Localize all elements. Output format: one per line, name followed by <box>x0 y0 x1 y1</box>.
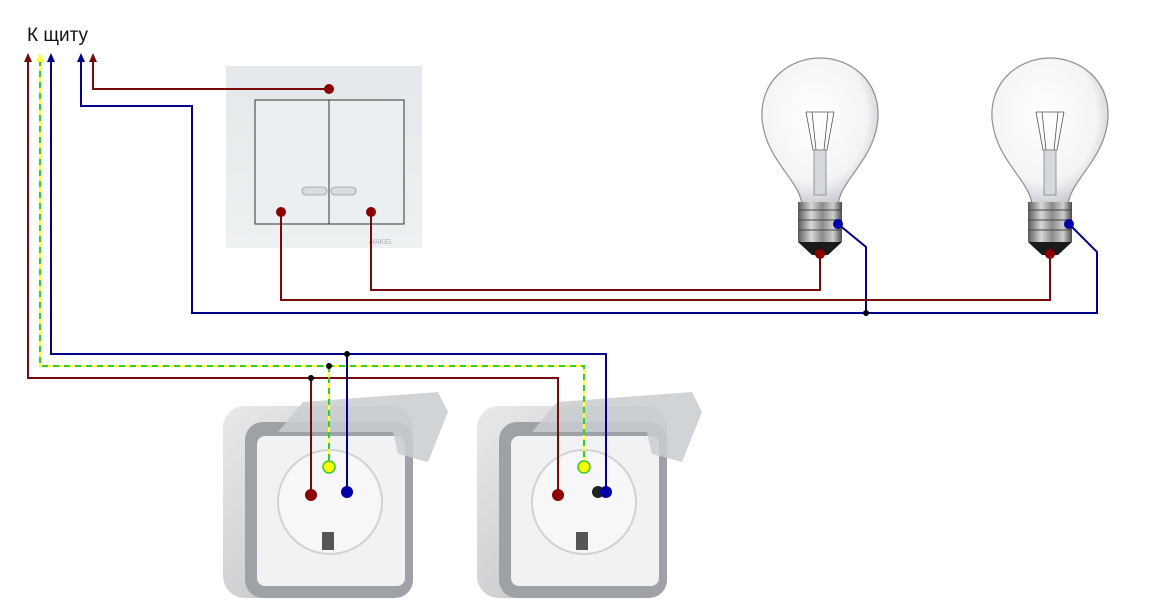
socket-lid <box>278 392 448 462</box>
double-switch: MAKEL <box>226 66 422 248</box>
socket-1 <box>223 392 448 598</box>
wire-phase-socket2 <box>311 377 559 495</box>
switch-key-left <box>254 99 330 225</box>
indicator-left <box>301 186 328 196</box>
wire-panel-neutral-lamps <box>80 60 1098 314</box>
wire-switch-key2-lamp1 <box>370 212 821 291</box>
wires <box>27 60 1098 495</box>
switch-key-right <box>328 99 405 225</box>
junction-ground <box>326 363 332 369</box>
junction-phase <box>308 375 314 381</box>
bulb-glass <box>991 57 1109 206</box>
socket2-phase-terminal <box>552 489 564 501</box>
indicator-right <box>330 186 357 196</box>
arrow-up-icon <box>77 53 85 62</box>
wire-panel-neutral-sockets <box>50 60 607 492</box>
switch-key2-terminal <box>366 207 376 217</box>
socket2-ground-terminal <box>577 460 591 474</box>
socket1-phase-terminal <box>305 489 317 501</box>
lamp1-neutral-terminal <box>833 219 843 229</box>
terminals <box>276 84 1074 501</box>
socket-lid <box>532 392 702 462</box>
socket1-neutral-terminal <box>341 486 353 498</box>
lamp-2 <box>991 57 1109 255</box>
wire-panel-phase-switch <box>92 60 329 90</box>
socket-2 <box>477 392 702 598</box>
lamp2-phase-terminal <box>1045 249 1055 259</box>
lamp2-neutral-terminal <box>1064 219 1074 229</box>
panel-arrows <box>24 53 97 62</box>
lamp1-phase-terminal <box>815 249 825 259</box>
arrow-up-icon <box>36 53 44 62</box>
socket-ground-clip <box>322 532 334 550</box>
bulb-tip <box>798 242 842 255</box>
bulb-tip <box>1028 242 1072 255</box>
junction-neutral <box>344 351 350 357</box>
socket-ground-clip <box>576 532 588 550</box>
bulb-glass <box>761 57 879 206</box>
lamp-1 <box>761 57 879 255</box>
wire-panel-ground-sockets-stripe <box>39 60 585 467</box>
socket2-neutral-terminal <box>600 486 612 498</box>
wire-panel-phase-sockets <box>27 60 312 495</box>
switch-key1-terminal <box>276 207 286 217</box>
stem <box>813 149 827 196</box>
wire-switch-key1-lamp2 <box>280 212 1051 301</box>
socket1-ground-terminal <box>322 460 336 474</box>
wire-neutral-lamp1 <box>837 223 867 313</box>
arrow-up-icon <box>47 53 55 62</box>
switch-input-terminal <box>324 84 334 94</box>
stem <box>1043 149 1057 196</box>
junction-neutral-lamps <box>863 310 869 316</box>
arrow-up-icon <box>24 53 32 62</box>
to-panel-label: К щиту <box>27 25 89 46</box>
switch-brand-logo: MAKEL <box>369 239 393 246</box>
arrow-up-icon <box>89 53 97 62</box>
